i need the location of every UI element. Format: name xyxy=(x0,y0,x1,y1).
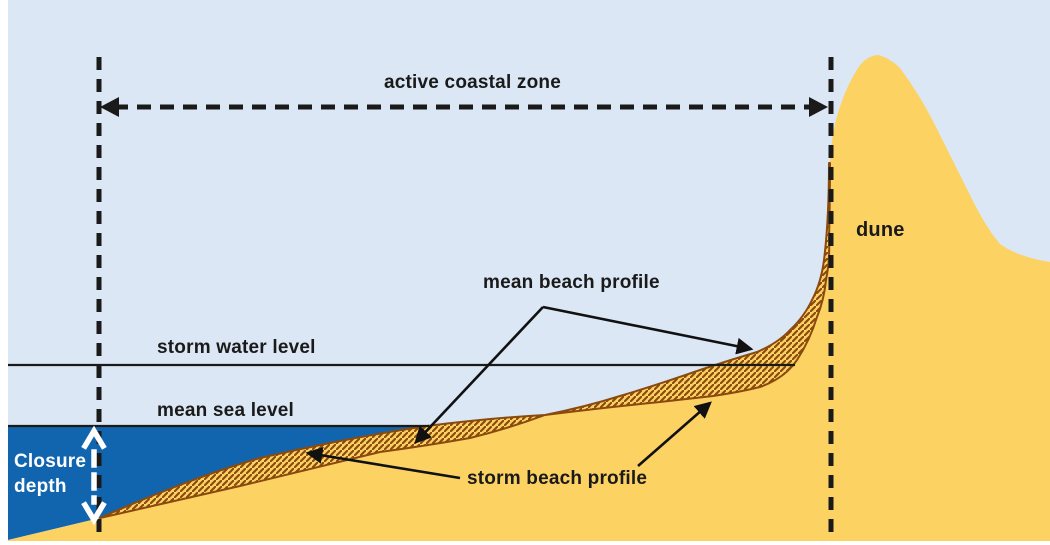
closure-depth-label-line1: Closure xyxy=(14,451,87,472)
sand-body xyxy=(8,55,1050,541)
storm-beach-profile-arrow-shore xyxy=(637,401,712,467)
active-coastal-zone-label: active coastal zone xyxy=(384,72,561,93)
closure-depth-arrow xyxy=(81,425,107,526)
storm-water-level-label: storm water level xyxy=(157,337,316,358)
mean-beach-profile-arrow-shore xyxy=(542,305,754,355)
closure-depth-arrowhead-up xyxy=(81,425,107,450)
mean-sea-level-label: mean sea level xyxy=(157,400,294,421)
active-zone-arrowhead-right xyxy=(809,97,828,117)
closure-depth-label-line2: depth xyxy=(14,476,67,497)
closure-depth-label: Closure depth xyxy=(14,449,86,499)
closure-depth-arrowhead-down xyxy=(81,501,107,526)
storm-beach-profile-label: storm beach profile xyxy=(467,468,648,489)
mean-beach-profile-label: mean beach profile xyxy=(483,272,660,293)
storm-beach-profile-arrow-underwater xyxy=(305,446,461,480)
mean-beach-profile-arrow-underwater xyxy=(414,306,544,444)
active-zone-arrowhead-left xyxy=(100,97,119,117)
dune-label: dune xyxy=(856,219,905,241)
